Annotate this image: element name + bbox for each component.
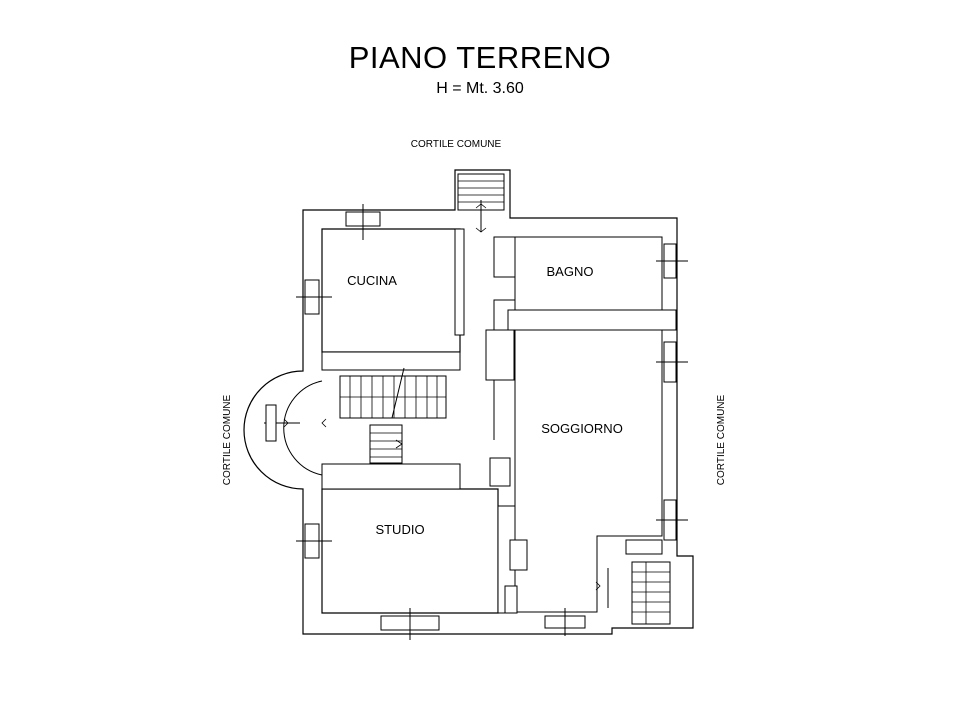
outer-walls [243, 169, 694, 635]
room-label-cucina: CUCINA [347, 273, 397, 288]
main-staircase [339, 367, 447, 464]
wall-kitchen-stair [321, 351, 461, 371]
cucina-room [321, 228, 461, 353]
bay-inner-wall [283, 380, 323, 476]
courtyard-label-top: CORTILE COMUNE [411, 139, 502, 150]
courtyard-label-left: CORTILE COMUNE [222, 394, 233, 485]
plan-height-subtitle: H = Mt. 3.60 [436, 80, 524, 97]
windows [264, 204, 688, 640]
partition-bagno [493, 236, 516, 278]
kitchen-door-jamb [454, 228, 465, 336]
plan-title: PIANO TERRENO [348, 40, 612, 75]
pillar [489, 457, 511, 487]
courtyard-label-right: CORTILE COMUNE [716, 394, 727, 485]
top-entrance-steps [457, 173, 505, 233]
studio-room [321, 488, 499, 614]
room-label-bagno: BAGNO [547, 264, 594, 279]
wall-bagno-soggiorno [507, 309, 677, 331]
room-label-soggiorno: SOGGIORNO [541, 421, 623, 436]
partition-nook [509, 539, 528, 571]
partition-chimney [485, 329, 515, 381]
partition-nook-low [504, 585, 518, 614]
room-label-studio: STUDIO [375, 522, 424, 537]
wall-stair-studio [321, 463, 461, 490]
bottom-right-steps [595, 561, 671, 625]
